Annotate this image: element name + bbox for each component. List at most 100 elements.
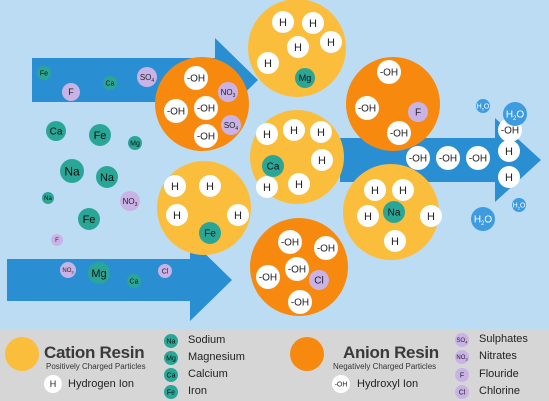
- svg-text:H: H: [263, 129, 271, 141]
- svg-text:-OH: -OH: [439, 154, 457, 165]
- svg-text:H: H: [505, 172, 513, 184]
- svg-text:H: H: [327, 37, 335, 49]
- hydrogen-ion: H: [392, 179, 414, 201]
- svg-text:Na: Na: [100, 172, 115, 184]
- hydroxyl-ions: -OH-OH-OH-OH-OH-OH-OH-OH-OH-OH-OH-OH-OH-…: [164, 60, 522, 314]
- svg-text:-OH: -OH: [469, 154, 487, 165]
- hydrogen-ion: H: [288, 173, 310, 195]
- hydroxyl-ion: -OH: [194, 124, 218, 148]
- svg-text:-OH: -OH: [317, 244, 335, 255]
- svg-text:NO3: NO3: [62, 268, 74, 275]
- svg-text:H: H: [206, 181, 214, 193]
- svg-text:-OH: -OH: [197, 104, 215, 115]
- chloride-ion: Cl: [309, 270, 329, 290]
- hydrogen-ion: H: [420, 205, 442, 227]
- anion-resin-subtitle: Negatively Charged Particles: [333, 362, 437, 371]
- svg-text:Na: Na: [44, 196, 52, 202]
- svg-text:Fe: Fe: [167, 390, 175, 397]
- water-molecules: H2O H2O H2O H2O: [471, 99, 527, 231]
- cation-resin-subtitle: Positively Charged Particles: [46, 362, 146, 371]
- hydrogen-ion: H: [302, 12, 324, 34]
- magnesium-label: Magnesium: [188, 351, 245, 363]
- hydroxyl-ion-swatch: -OH: [332, 375, 350, 393]
- svg-text:-OH: -OH: [187, 74, 205, 85]
- flow-arrow-bottom: [7, 239, 232, 321]
- sodium-swatch: Na: [164, 334, 178, 348]
- svg-text:H: H: [295, 179, 303, 191]
- nitrates-label: Nitrates: [479, 350, 517, 362]
- svg-text:H: H: [171, 181, 179, 193]
- svg-text:NO3: NO3: [456, 355, 468, 362]
- calcium-ion: Ca: [46, 121, 66, 141]
- svg-text:-OH: -OH: [335, 382, 348, 389]
- hydrogen-ion: H: [498, 140, 520, 162]
- svg-text:H2O: H2O: [506, 110, 525, 123]
- svg-text:F: F: [68, 87, 74, 97]
- svg-text:Ca: Ca: [167, 373, 176, 380]
- svg-text:-OH: -OH: [167, 107, 185, 118]
- svg-text:H2O: H2O: [513, 203, 526, 211]
- svg-text:-OH: -OH: [390, 129, 408, 140]
- svg-text:-OH: -OH: [281, 238, 299, 249]
- magnesium-ion: Mg: [88, 262, 110, 284]
- hydroxyl-ion: -OH: [184, 66, 208, 90]
- iron-ion: Fe: [37, 66, 51, 80]
- hydroxyl-ion: -OH: [314, 236, 338, 260]
- svg-text:Na: Na: [167, 339, 176, 346]
- hydrogen-ion-swatch: H: [44, 375, 62, 393]
- svg-text:-OH: -OH: [409, 154, 427, 165]
- hydrogen-ion: H: [287, 36, 309, 58]
- hydroxyl-ion: -OH: [194, 96, 218, 120]
- cation-resin-swatch: [5, 337, 39, 371]
- hydrogen-ion: H: [364, 179, 386, 201]
- magnesium-ion: Mg: [295, 68, 315, 88]
- hydroxyl-ion-label: Hydroxyl Ion: [357, 378, 419, 390]
- svg-text:H2O: H2O: [477, 104, 490, 112]
- hydroxyl-ion: -OH: [288, 290, 312, 314]
- hydroxyl-ion: -OH: [278, 230, 302, 254]
- hydroxyl-ion: -OH: [355, 96, 379, 120]
- hydrogen-ion-label: Hydrogen Ion: [68, 378, 135, 390]
- svg-text:H: H: [318, 155, 326, 167]
- hydrogen-ion: H: [498, 166, 520, 188]
- svg-text:H: H: [391, 236, 399, 248]
- hydrogen-ion: H: [199, 175, 221, 197]
- svg-text:Ca: Ca: [50, 127, 63, 138]
- water-molecule: H2O: [471, 207, 495, 231]
- chloride-ion: Cl: [158, 264, 172, 278]
- hydroxyl-ion: -OH: [285, 257, 309, 281]
- svg-text:Cl: Cl: [162, 269, 169, 276]
- fluoride-ion: F: [408, 102, 428, 122]
- svg-text:H: H: [309, 18, 317, 30]
- svg-text:Fe: Fe: [204, 229, 216, 240]
- hydrogen-ion: H: [357, 205, 379, 227]
- chlorine-label: Chlorine: [479, 385, 520, 397]
- magnesium-swatch: Mg: [164, 351, 178, 365]
- svg-text:Ca: Ca: [130, 279, 139, 286]
- svg-text:Mg: Mg: [91, 268, 106, 280]
- cation-resin-title: Cation Resin: [44, 343, 145, 362]
- nitrate-ion: NO3: [218, 82, 238, 102]
- svg-text:H: H: [263, 182, 271, 194]
- hydrogen-ion: H: [256, 176, 278, 198]
- hydroxyl-ion: -OH: [256, 265, 280, 289]
- water-molecule: H2O: [476, 99, 490, 113]
- sulphate-ion: SO4: [137, 67, 157, 87]
- nitrate-ion: NO3: [60, 262, 76, 278]
- svg-text:-OH: -OH: [197, 132, 215, 143]
- calcium-ion: Ca: [103, 76, 117, 90]
- iron-ion: Fe: [89, 124, 111, 146]
- flouride-label: Flouride: [479, 368, 519, 380]
- svg-text:H: H: [364, 211, 372, 223]
- calcium-ion: Ca: [262, 155, 284, 177]
- svg-text:Ca: Ca: [267, 162, 280, 173]
- sodium-ion: Na: [60, 159, 84, 183]
- svg-text:Cl: Cl: [314, 276, 323, 287]
- hydroxyl-ion: -OH: [377, 60, 401, 84]
